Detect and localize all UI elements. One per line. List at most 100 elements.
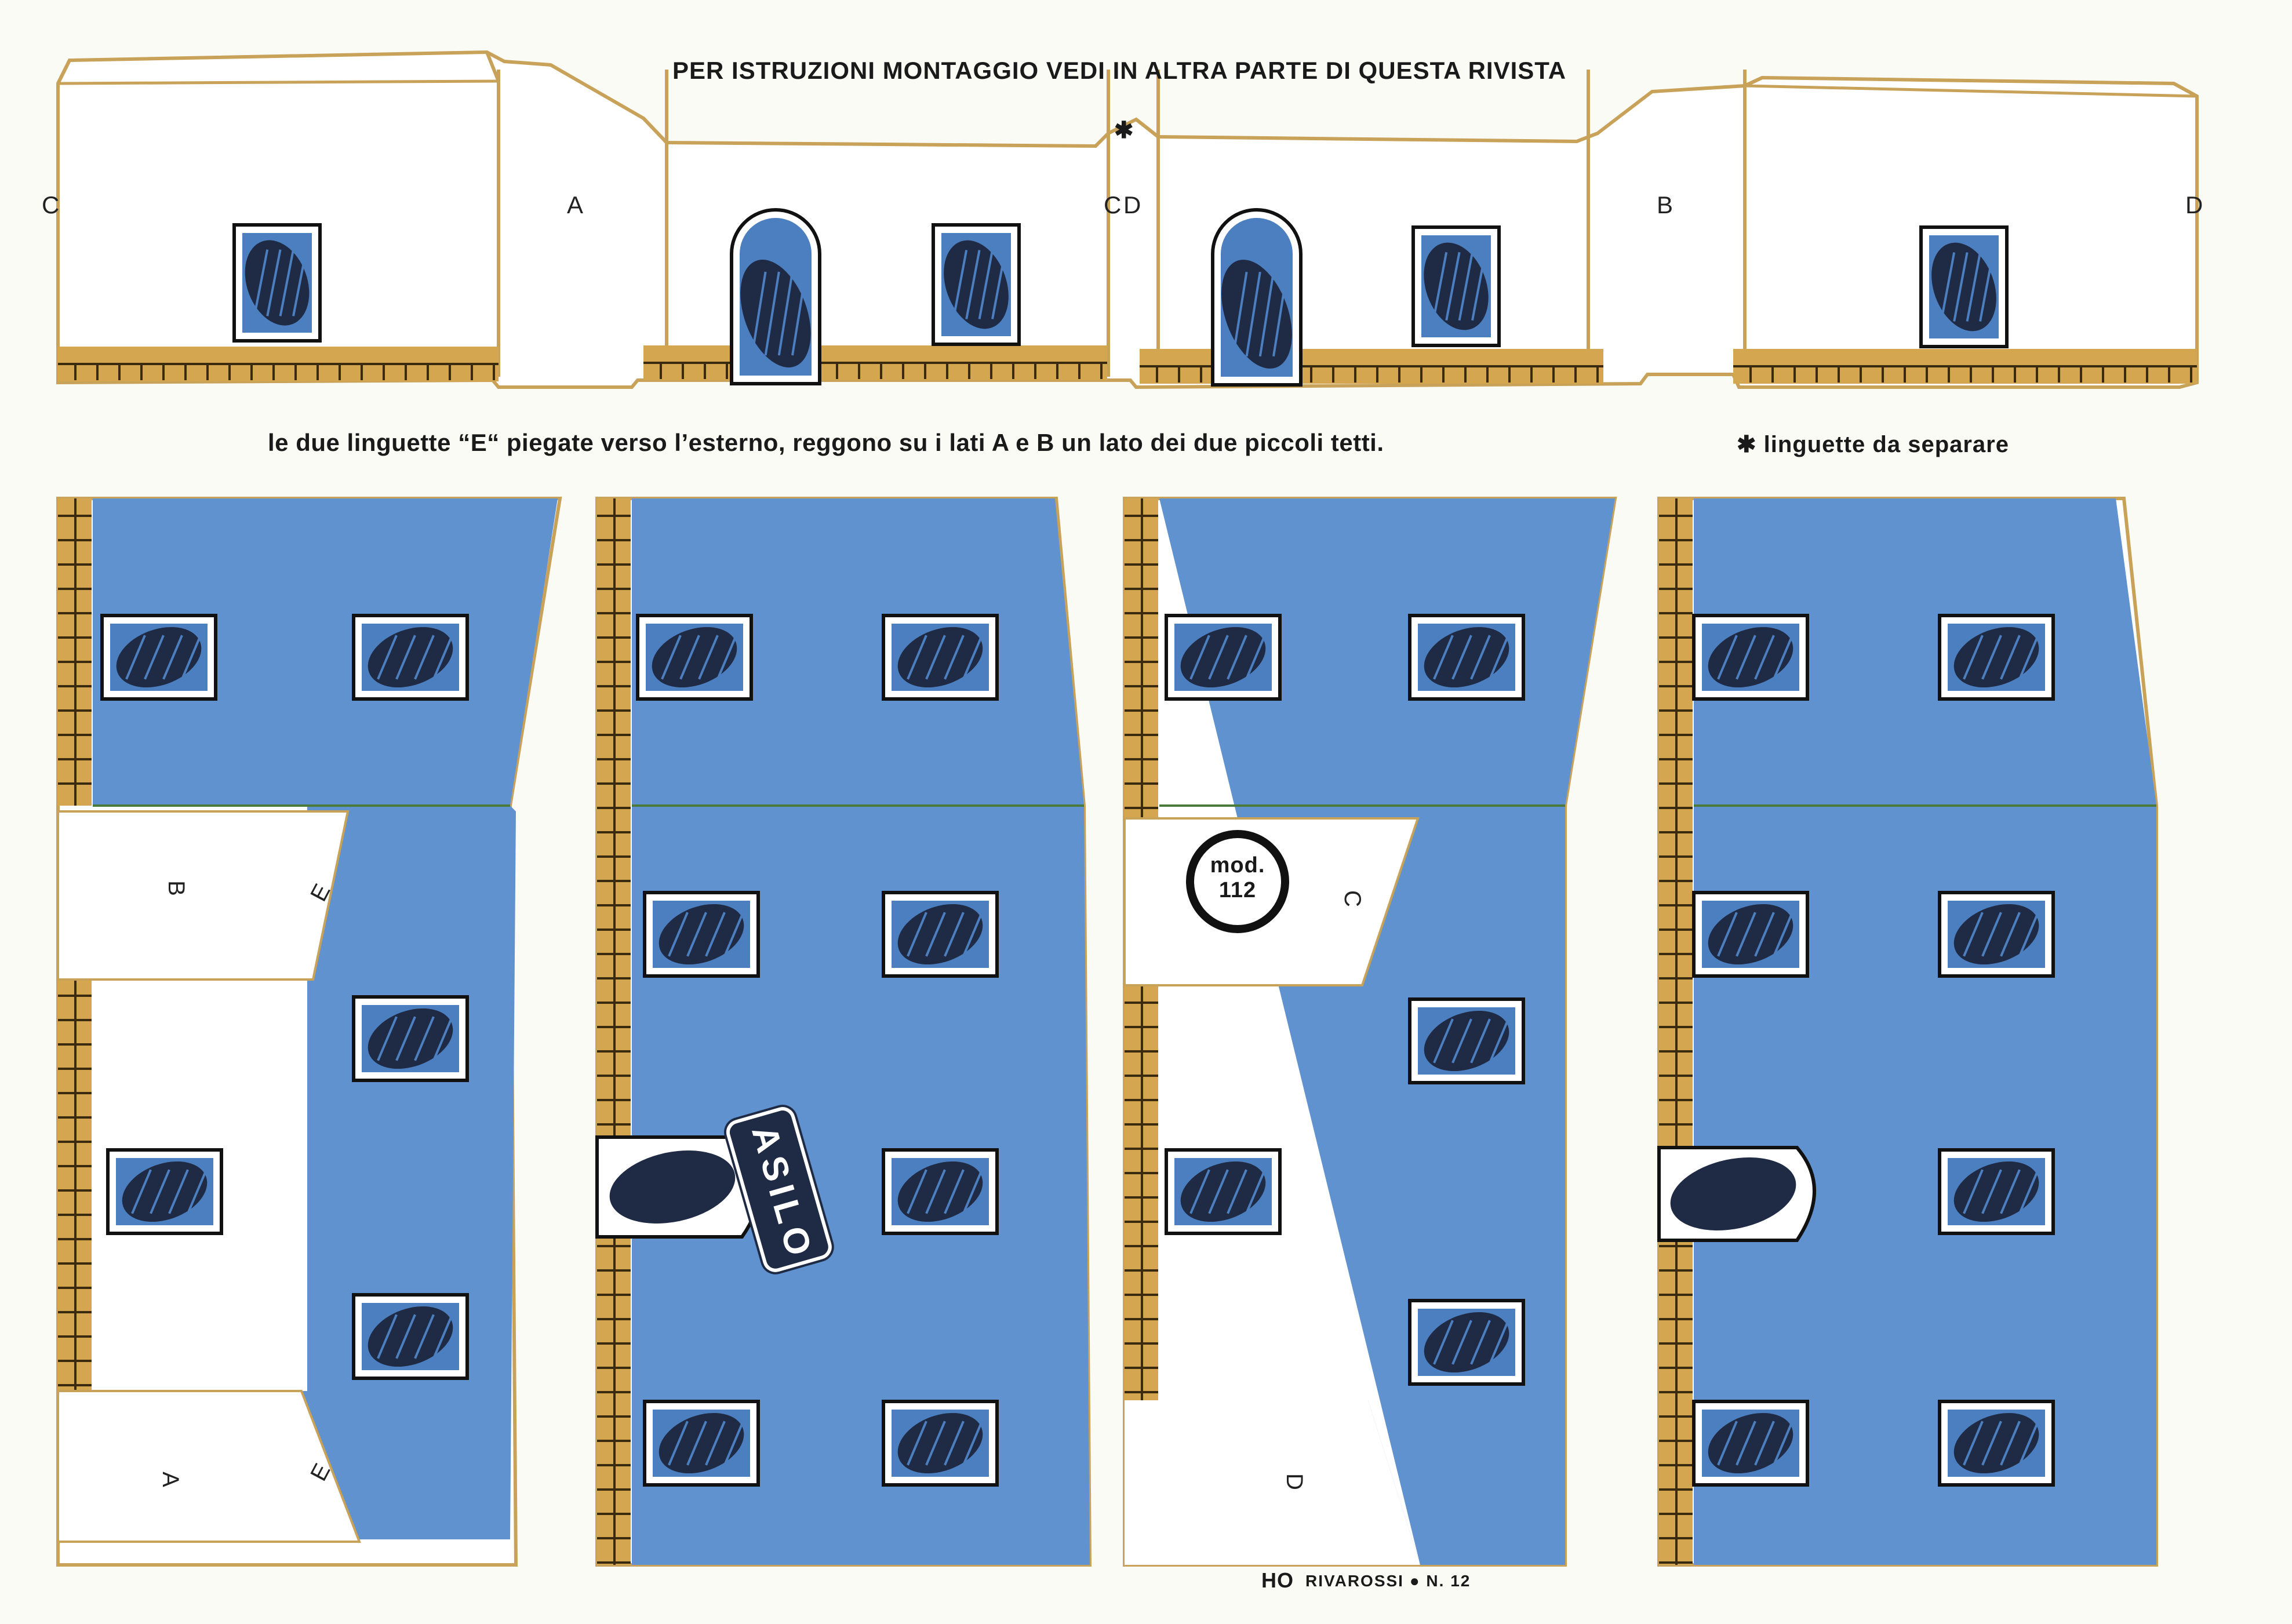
- strip-top-edge-3: [1744, 84, 2198, 98]
- panel-window-12-streak: [925, 1421, 946, 1466]
- strip-window-1-streak: [292, 249, 308, 316]
- brand-mark: HO: [1261, 1568, 1294, 1592]
- tab-a-cutout: [57, 1390, 361, 1543]
- panel-window-24-streak: [1981, 1421, 2002, 1466]
- panel-window-14-streak: [1451, 635, 1472, 680]
- strip-window-4-streak: [1979, 252, 1995, 322]
- panel-window-19: [1938, 614, 2055, 701]
- strip-window-4-shade: [1931, 242, 1996, 332]
- panel-3-wall: [1159, 498, 1615, 1565]
- panel-window-23: [1692, 1400, 1809, 1487]
- panel-window-22-streak: [2018, 1169, 2039, 1214]
- panel-window-2-streak: [377, 635, 398, 680]
- panel-window-1-streak: [144, 635, 165, 680]
- panel-window-4-streak: [131, 1169, 152, 1214]
- panel-window-3-streak: [432, 1016, 453, 1061]
- panel-window-21-streak: [2018, 912, 2039, 957]
- panel-window-2: [352, 614, 469, 701]
- panel-window-21-streak: [1963, 912, 1984, 957]
- panel-window-12: [882, 1400, 999, 1487]
- panel-window-4-streak: [150, 1169, 170, 1214]
- panel-window-20-streak: [1773, 912, 1793, 957]
- strip-top-edge-2: [1158, 135, 1577, 143]
- panel-window-1: [100, 614, 217, 701]
- panel-window-7: [882, 614, 999, 701]
- panel-window-16-streak: [1189, 1169, 1210, 1214]
- panel-window-10-streak: [962, 1169, 983, 1214]
- panel-4-wall: [1694, 498, 2156, 1565]
- panel-window-11-streak: [705, 1421, 726, 1466]
- panel-window-6-streak: [661, 635, 682, 680]
- panel-window-19-streak: [2000, 635, 2021, 680]
- panel-window-3-streak: [414, 1016, 435, 1061]
- panel-window-14: [1408, 614, 1525, 701]
- panel-window-13-streak: [1227, 635, 1247, 680]
- panel-window-18-streak: [1754, 635, 1775, 680]
- panel-window-17-streak: [1451, 1320, 1472, 1365]
- fold-label-b: B: [1657, 191, 1673, 219]
- panel-window-13-streak: [1189, 635, 1210, 680]
- panel-window-10-streak: [925, 1169, 946, 1214]
- strip-window-2-streak: [965, 250, 981, 319]
- tab-label-d: D: [1281, 1473, 1307, 1490]
- badge-line-2: 112: [1218, 878, 1257, 902]
- panel-window-18-streak: [1736, 635, 1756, 680]
- strip-door-1-streak: [777, 271, 794, 356]
- tab-label-c: C: [1339, 890, 1365, 907]
- panel-window-14-streak: [1489, 635, 1509, 680]
- panel-window-9-streak: [944, 912, 965, 957]
- panel-window-9: [882, 891, 999, 978]
- maker-and-issue: RIVAROSSI ● N. 12: [1305, 1572, 1471, 1590]
- tab-label-b: B: [163, 880, 189, 896]
- panel-window-18-streak: [1773, 635, 1793, 680]
- gable-fold-line-2: [642, 116, 668, 144]
- panel-window-11-streak: [723, 1421, 744, 1466]
- panel-window-20-streak: [1717, 912, 1738, 957]
- panel-2-wall: [632, 498, 1090, 1565]
- panel-window-15-streak: [1470, 1018, 1491, 1064]
- panel-window-13-streak: [1245, 635, 1266, 680]
- tab-label-a: A: [157, 1472, 183, 1487]
- strip-window-3-streak: [1445, 252, 1461, 321]
- panel-window-2-streak: [432, 635, 453, 680]
- panel-window-17: [1408, 1299, 1525, 1386]
- panel-window-23-streak: [1754, 1421, 1775, 1466]
- panel-window-4: [106, 1148, 223, 1235]
- tab-b-cutout: [57, 810, 350, 981]
- panel-window-7-streak: [907, 635, 927, 680]
- panel-window-24-streak: [1963, 1421, 1984, 1466]
- strip-window-1-streak: [279, 249, 294, 316]
- gable-fold-line-1: [485, 51, 500, 82]
- panel-window-7-streak: [925, 635, 946, 680]
- panel-window-9-streak: [907, 912, 927, 957]
- strip-window-3-shade: [1424, 242, 1489, 330]
- gable-fold-line-3: [1135, 118, 1159, 139]
- panel-window-3-streak: [377, 1016, 398, 1061]
- strip-window-2-streak: [952, 250, 968, 319]
- panel-window-13-streak: [1208, 635, 1229, 680]
- strip-window-1-shade: [245, 240, 310, 326]
- tab-d-cutout: [1125, 1400, 1420, 1565]
- strip-door-2-shade: [1221, 260, 1292, 369]
- panel-window-23-streak: [1773, 1421, 1793, 1466]
- panel-window-8-streak: [723, 912, 744, 957]
- panel-window-8-streak: [686, 912, 707, 957]
- panel-window-21-streak: [2000, 912, 2021, 957]
- strip-door-2-streak: [1258, 271, 1275, 357]
- bay-window-left-shade: [609, 1150, 736, 1224]
- strip-door-1-streak: [751, 271, 767, 356]
- strip-door-1-shade: [740, 259, 811, 368]
- panel-window-3: [352, 995, 469, 1082]
- model-number-badge: mod. 112: [1186, 830, 1289, 933]
- panel-window-23-streak: [1717, 1421, 1738, 1466]
- panel-window-5-streak: [395, 1314, 416, 1359]
- panel-window-3-streak: [395, 1016, 416, 1061]
- fold-label-a: A: [567, 191, 584, 219]
- strip-window-3: [1411, 225, 1501, 347]
- panel-window-8-streak: [668, 912, 689, 957]
- badge-line-1: mod.: [1210, 853, 1265, 877]
- panel-window-16-streak: [1227, 1169, 1247, 1214]
- strip-door-1-streak: [764, 271, 780, 356]
